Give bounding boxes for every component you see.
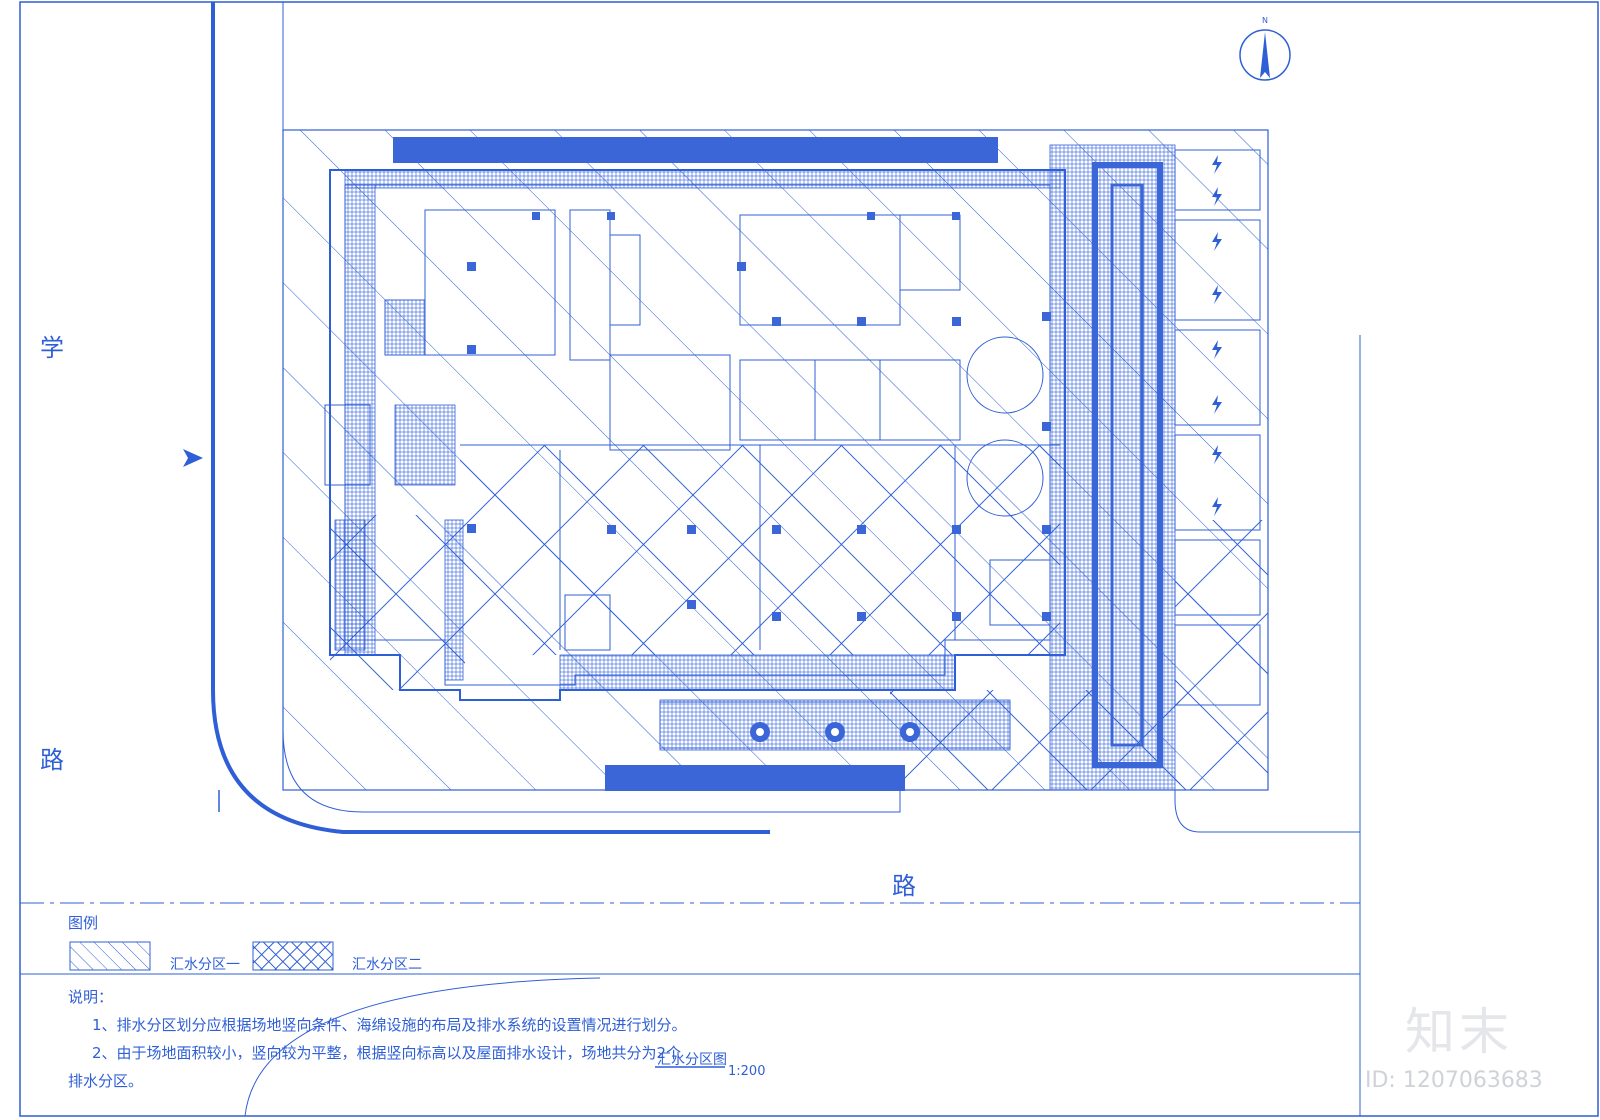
road-label-west-bottom: 路 <box>40 746 64 774</box>
watermark-logo: 知末 <box>1405 1003 1513 1061</box>
ev-charging-icons <box>1212 155 1222 516</box>
note-line-1: 1、排水分区划分应根据场地竖向条件、海绵设施的布局及排水系统的设置情况进行划分。 <box>92 1016 687 1034</box>
zone2-area-east <box>1175 520 1268 790</box>
north-arrow-icon <box>1239 29 1291 81</box>
road-label-west-top: 学 <box>40 334 64 362</box>
watermark-id: ID: 1207063683 <box>1365 1068 1543 1093</box>
legend-swatch-zone2 <box>252 941 334 971</box>
legend-label-zone1: 汇水分区一 <box>170 957 240 973</box>
drawing-title: 汇水分区图 <box>657 1052 727 1068</box>
drawing-scale: 1:200 <box>728 1064 766 1079</box>
legend-swatch-zone1 <box>69 941 151 971</box>
note-line-3: 排水分区。 <box>68 1072 144 1090</box>
drawing-border <box>19 1 1599 1117</box>
notes-heading: 说明： <box>68 988 114 1006</box>
parking-stalls <box>1174 149 1261 706</box>
main-road-edge <box>211 2 770 834</box>
south-feature <box>659 701 1011 749</box>
note-line-2: 2、由于场地面积较小，竖向较为平整，根据竖向标高以及屋面排水设计，场地共分为2个 <box>92 1044 682 1062</box>
road-label-south: 路 <box>892 872 916 900</box>
legend-title: 图例 <box>68 914 99 932</box>
legend-label-zone2: 汇水分区二 <box>352 957 422 973</box>
east-pool <box>1092 162 1163 768</box>
solid-bands <box>393 137 998 791</box>
north-label: N <box>1262 16 1268 25</box>
entrance-arrow-icon <box>183 449 203 467</box>
columns <box>467 212 1051 621</box>
